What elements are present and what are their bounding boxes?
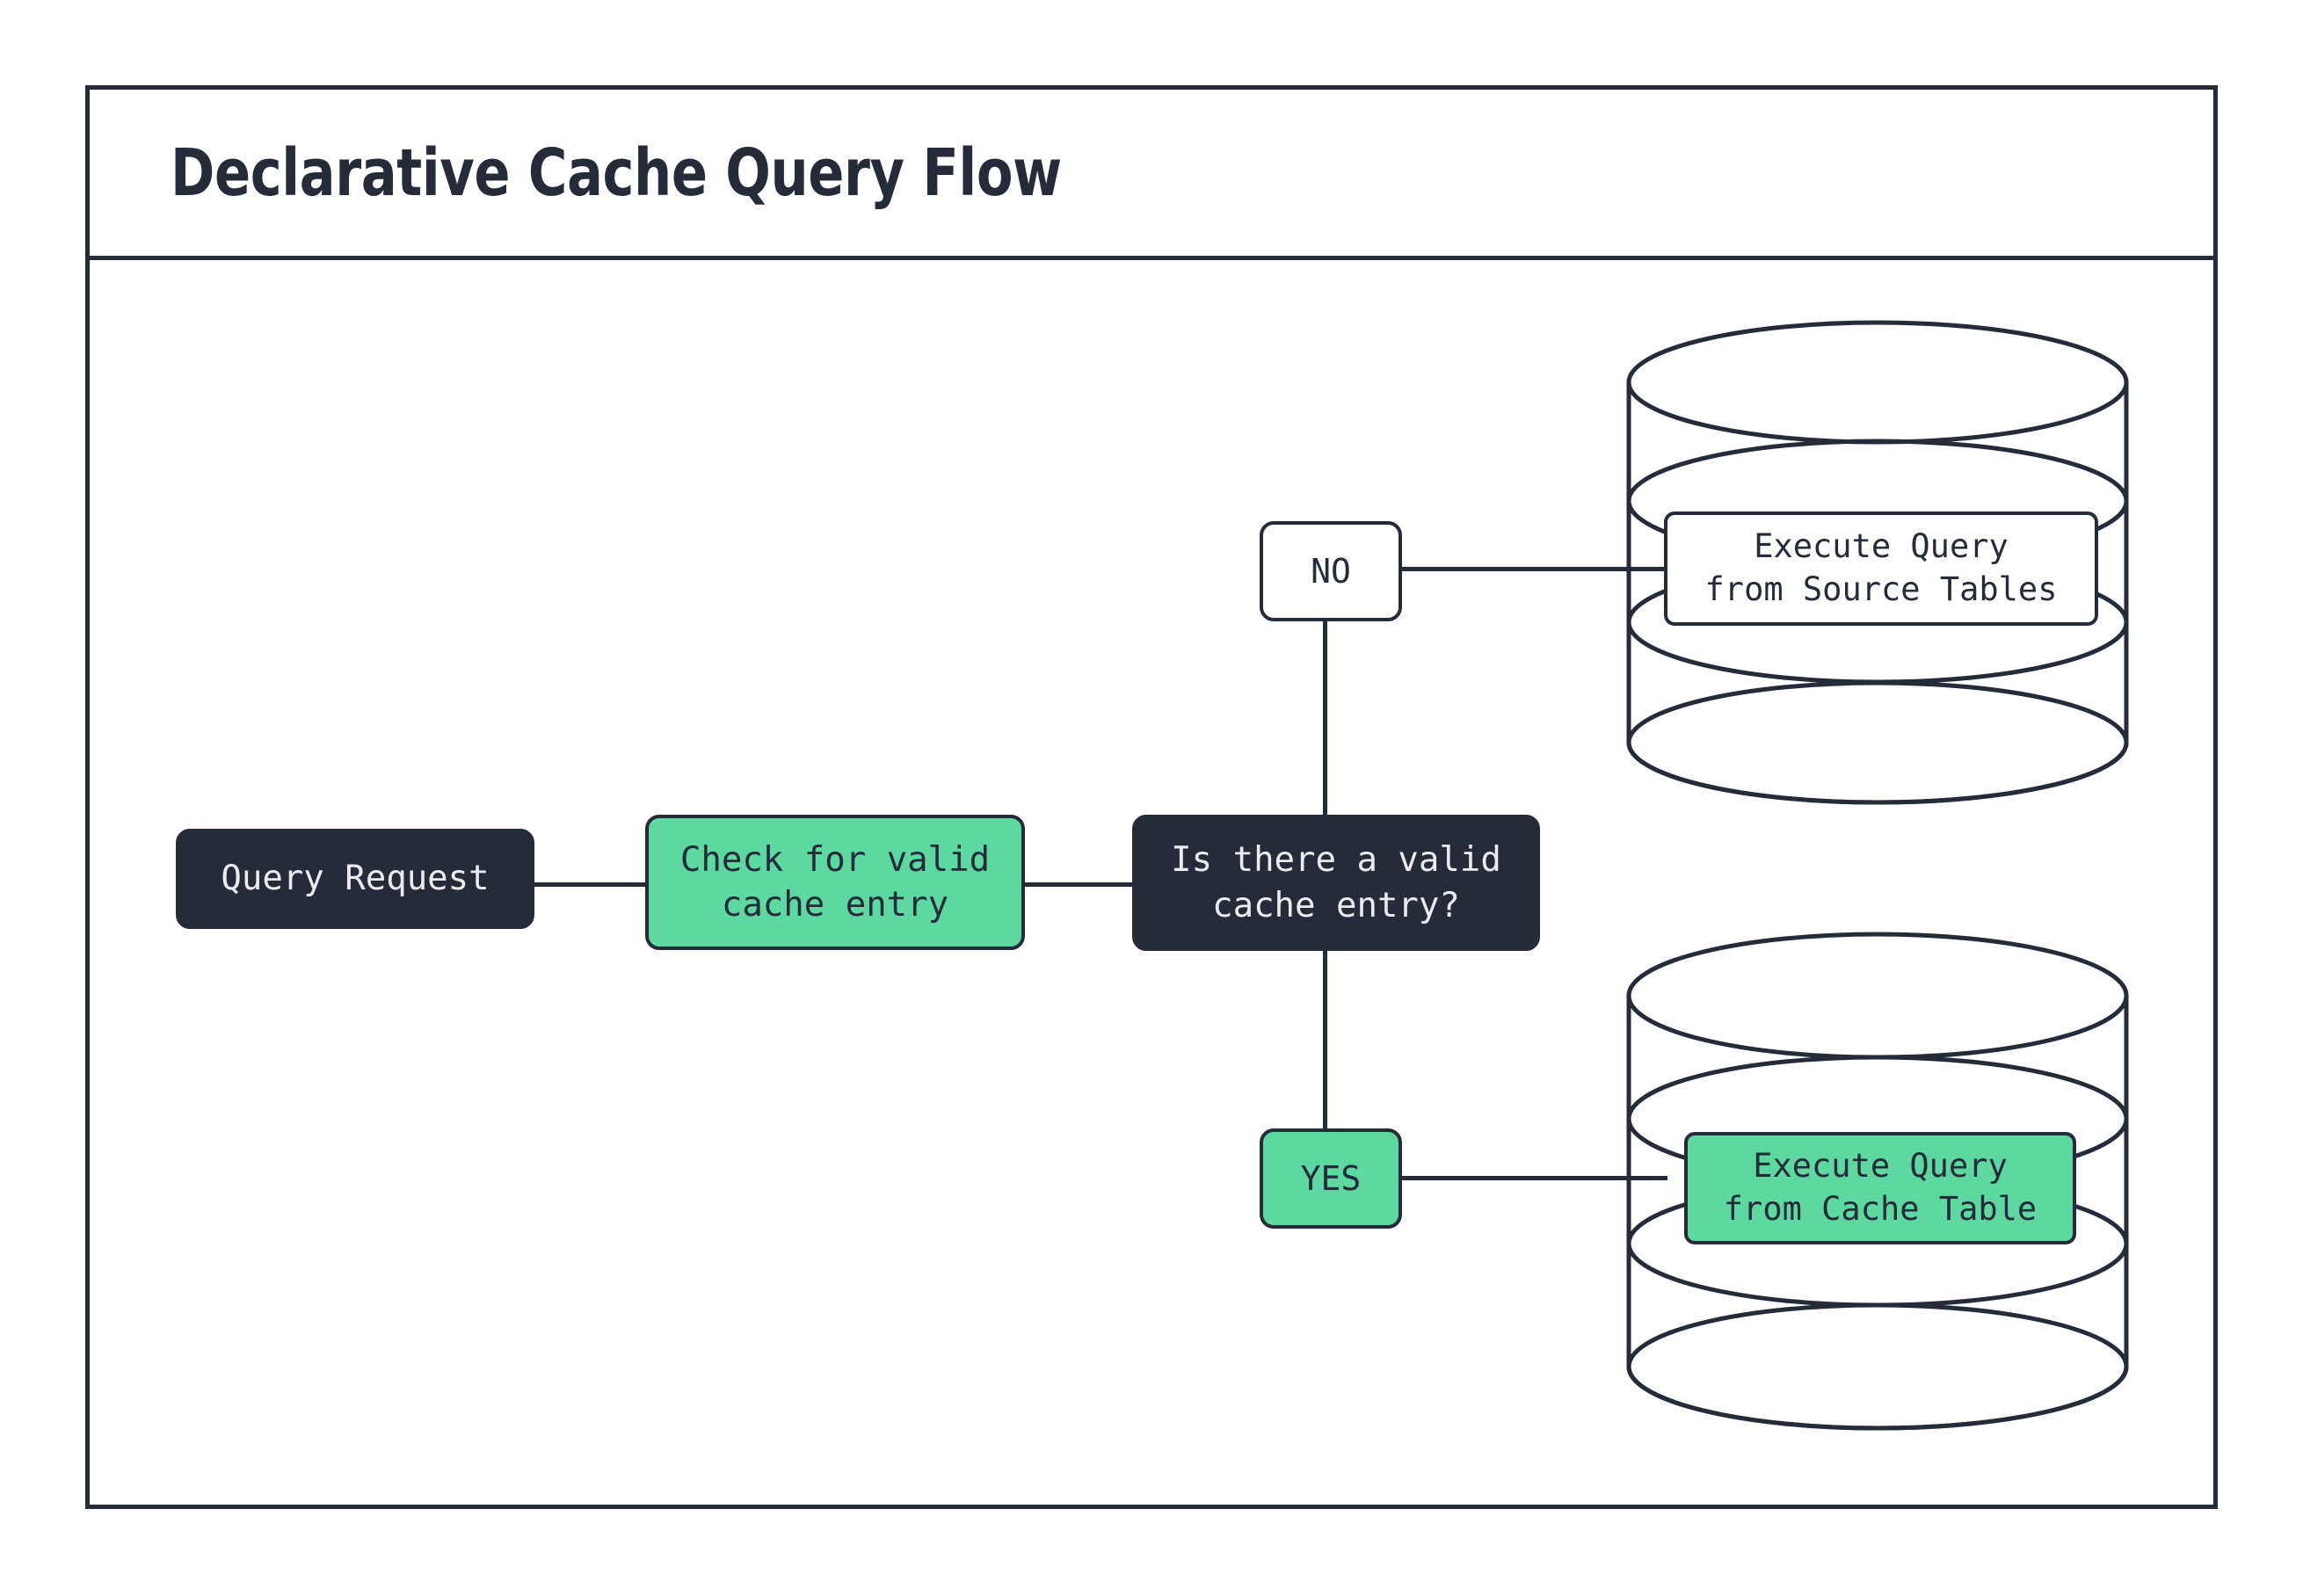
edge-no-to-execute-source [1399,567,1667,571]
node-decision-is-there-valid-cache-entry[interactable]: Is there a valid cache entry? [1132,815,1540,951]
node-query-request[interactable]: Query Request [176,829,534,929]
source-tables-database-cylinder [1614,316,2141,809]
edge-check-cache-to-decision [1022,882,1135,887]
node-execute-query-from-source-tables[interactable]: Execute Query from Source Tables [1664,511,2098,626]
node-execute-query-from-cache-table[interactable]: Execute Query from Cache Table [1684,1132,2076,1244]
edge-yes-to-execute-cache [1399,1176,1667,1180]
edge-decision-to-no [1323,615,1327,817]
node-check-for-valid-cache-entry[interactable]: Check for valid cache entry [645,815,1025,950]
edge-query-request-to-check-cache [532,882,648,887]
edge-decision-to-yes [1323,948,1327,1131]
page-title: Declarative Cache Query Flow [171,134,1062,211]
edge-label-yes[interactable]: YES [1260,1128,1402,1229]
title-bar: Declarative Cache Query Flow [90,90,2213,260]
edge-label-no[interactable]: NO [1260,521,1402,621]
cache-table-database-cylinder [1614,927,2141,1437]
